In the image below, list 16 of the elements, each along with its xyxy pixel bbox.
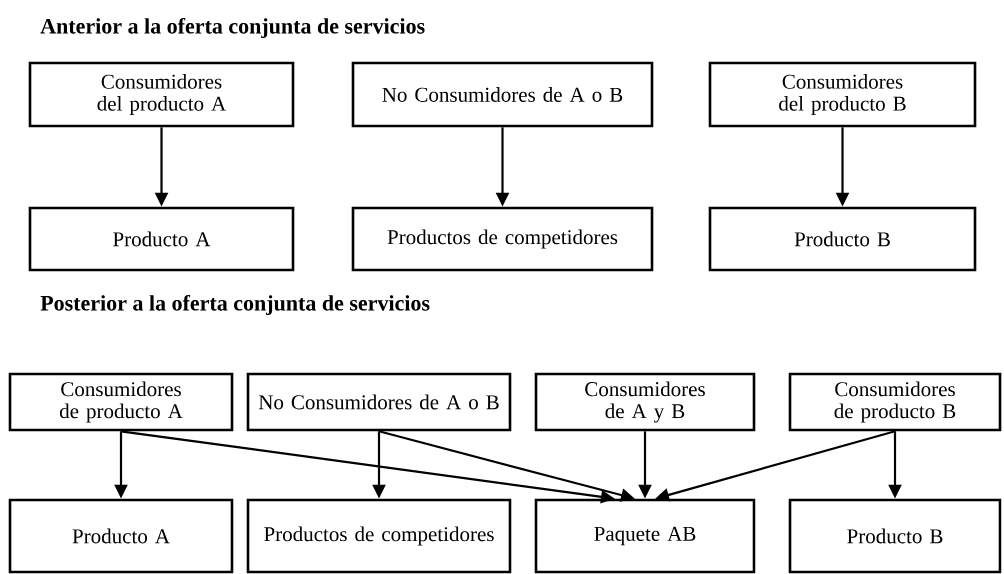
box: Consumidores del producto A xyxy=(28,61,295,128)
box: Consumidores de producto A xyxy=(8,372,234,432)
box: Productos de competidores xyxy=(246,498,512,574)
box: No Consumidores de A o B xyxy=(351,61,654,128)
box: Producto A xyxy=(28,206,295,272)
box: Paquete AB xyxy=(534,498,756,574)
box: Consumidores del producto B xyxy=(708,61,977,128)
section-heading: Posterior a la oferta conjunta de servicios xyxy=(40,294,430,316)
box: Producto B xyxy=(708,206,977,272)
box: Productos de competidores xyxy=(351,206,654,272)
box: Producto B xyxy=(788,498,1002,574)
box: No Consumidores de A o B xyxy=(246,372,512,432)
box: Consumidores de producto B xyxy=(788,372,1002,432)
box: Consumidores de A y B xyxy=(534,372,756,432)
section-heading: Anterior a la oferta conjunta de servicios xyxy=(40,17,425,39)
box: Producto A xyxy=(8,498,234,574)
